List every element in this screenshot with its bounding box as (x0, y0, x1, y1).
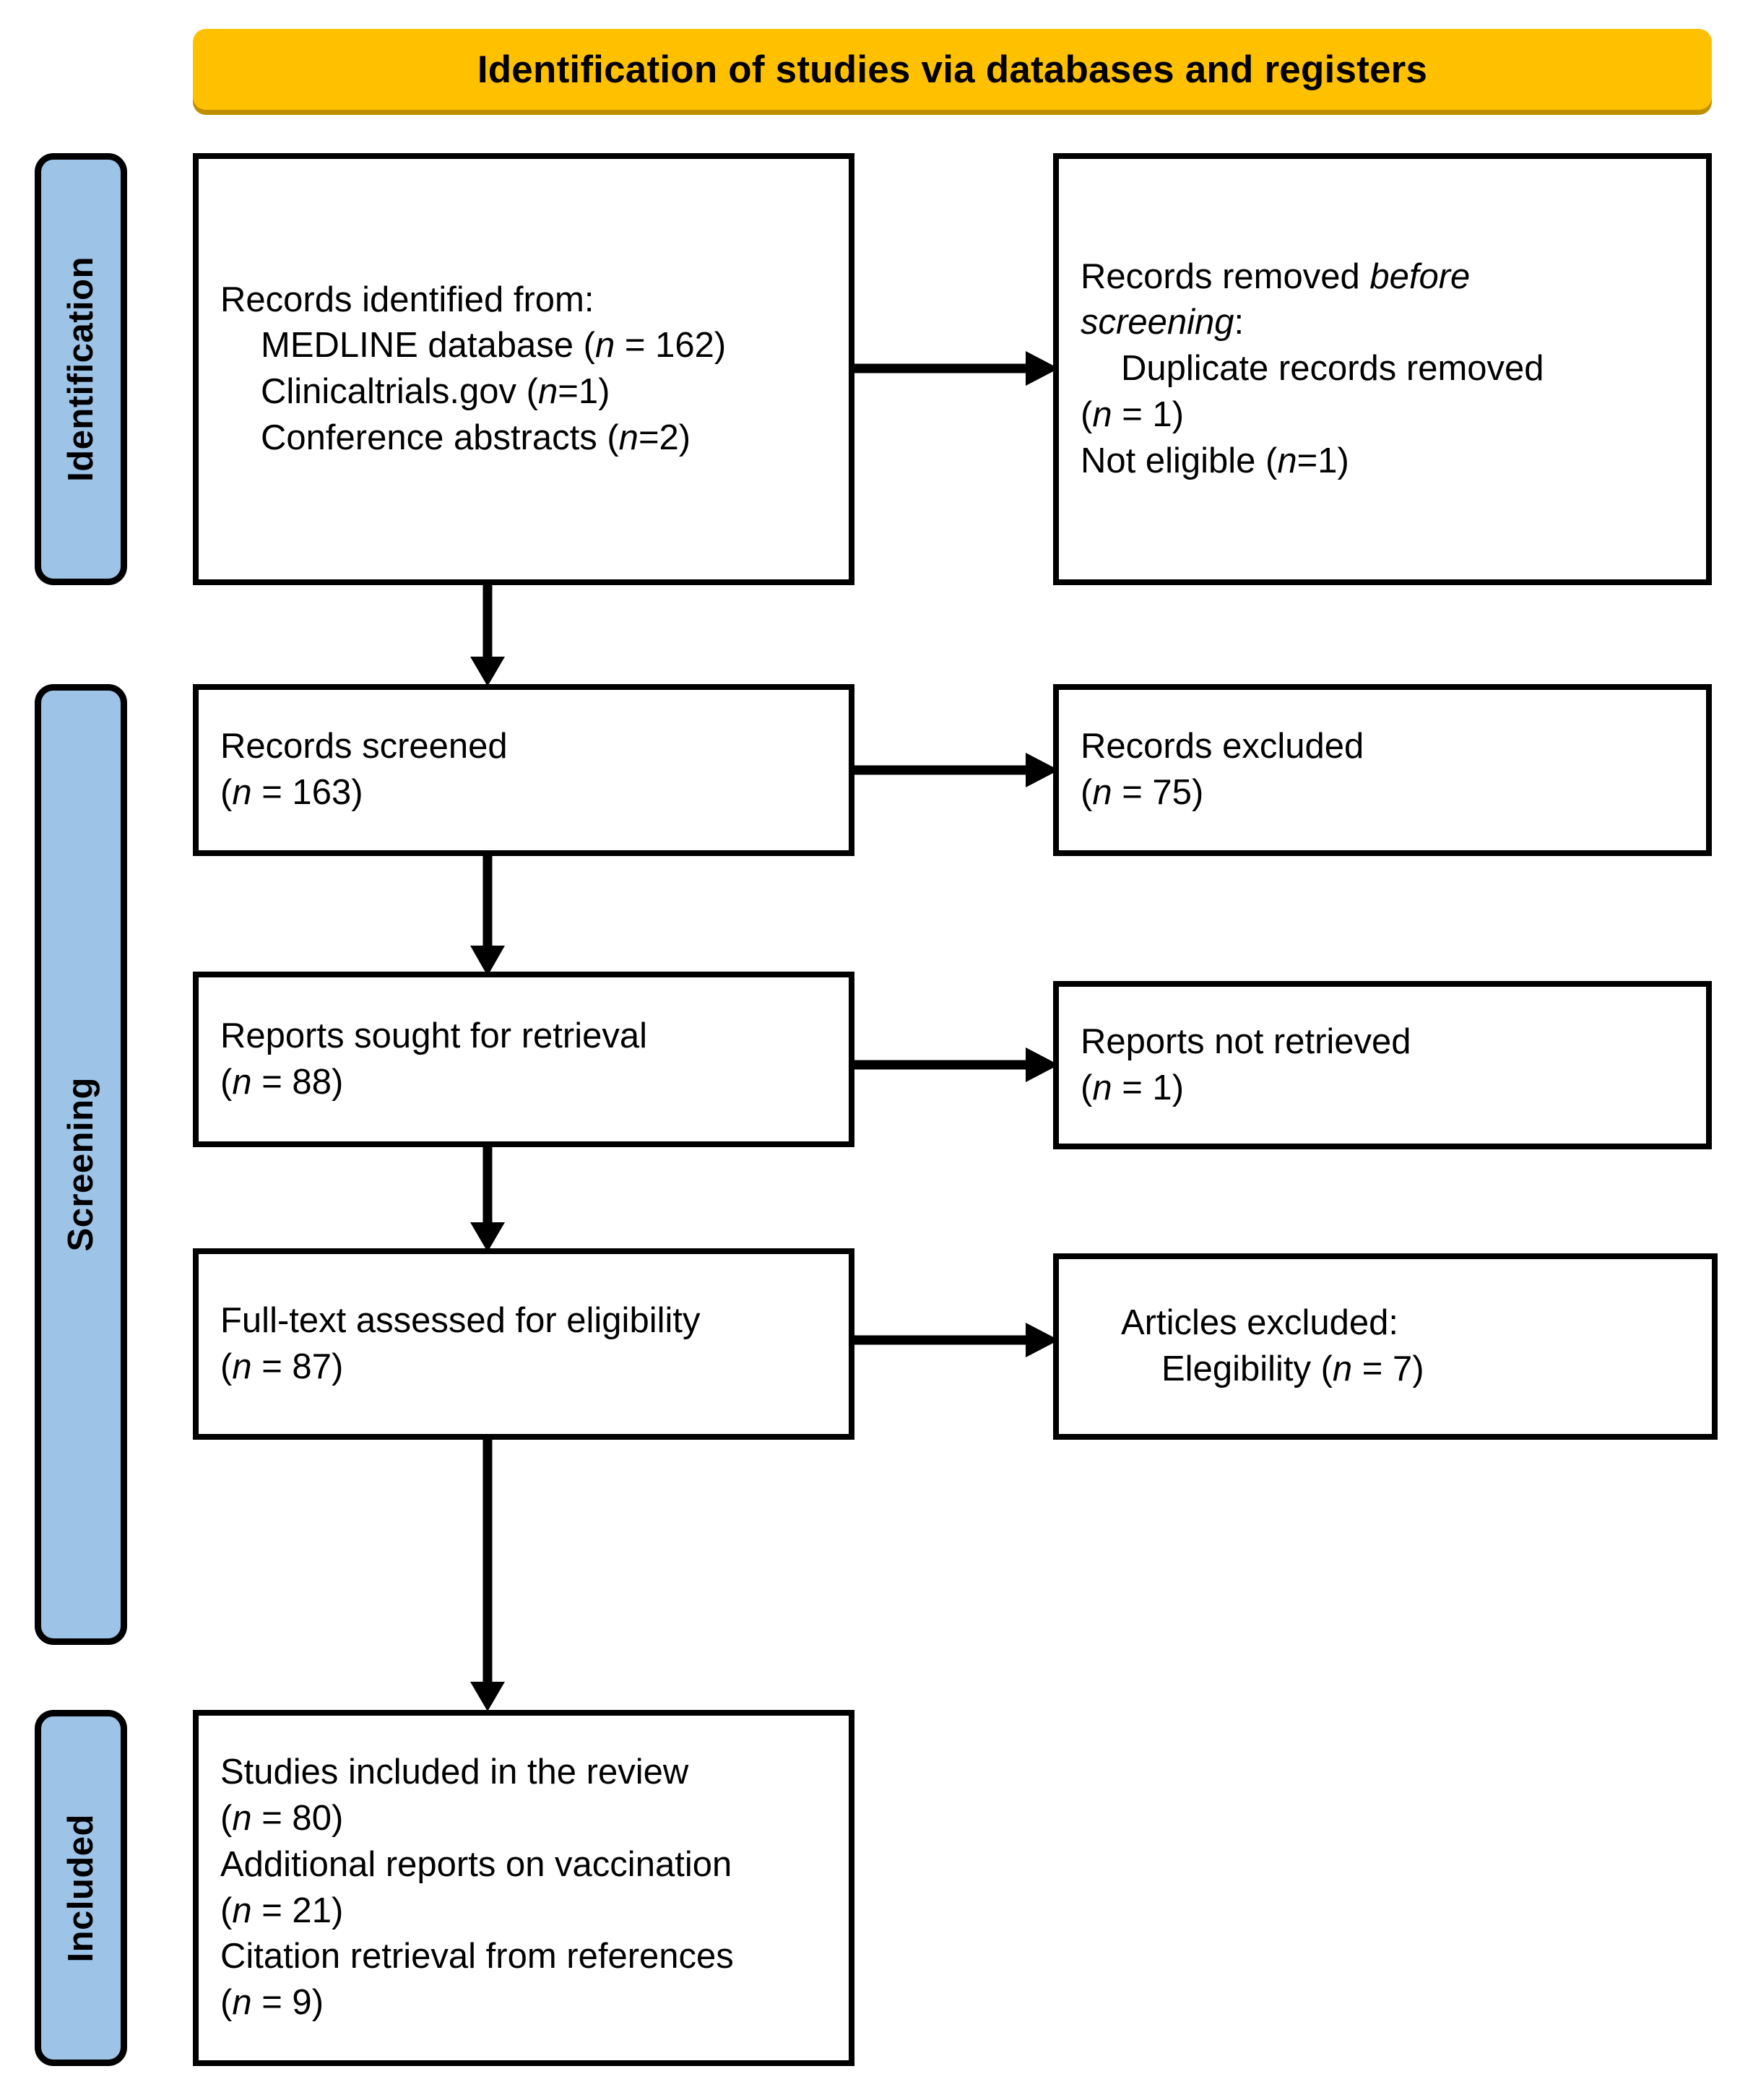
line: Clinicaltrials.gov (n=1) (261, 372, 610, 411)
arrow-fulltext-to-included (462, 1435, 513, 1713)
line: (n = 88) (220, 1062, 344, 1102)
line: Reports not retrieved (1081, 1021, 1411, 1061)
line: (n = 21) (220, 1891, 344, 1930)
box-studies-included: Studies included in the review (n = 80) … (193, 1710, 854, 2066)
box-records-identified-text: Records identified from: MEDLINE databas… (199, 277, 849, 462)
arrow-screened-to-sought (462, 851, 513, 977)
stage-band-screening: Screening (35, 684, 127, 1645)
box-records-identified: Records identified from: MEDLINE databas… (193, 153, 854, 585)
stage-band-identification: Identification (35, 153, 127, 585)
line: (n = 163) (220, 773, 363, 812)
box-reports-not-retrieved-text: Reports not retrieved (n = 1) (1059, 1019, 1706, 1111)
line: (n = 75) (1081, 773, 1204, 812)
stage-band-included: Included (35, 1710, 127, 2066)
line: Elegibility (n = 7) (1161, 1349, 1424, 1388)
line: (n = 1) (1081, 394, 1185, 434)
line: Records excluded (1081, 727, 1364, 766)
box-studies-included-text: Studies included in the review (n = 80) … (199, 1750, 849, 2026)
line: Conference abstracts (n=2) (261, 418, 691, 457)
stage-label-screening: Screening (61, 1077, 100, 1252)
box-records-removed: Records removed before screening: Duplic… (1053, 153, 1712, 585)
line: Records removed before (1081, 256, 1471, 296)
box-records-removed-text: Records removed before screening: Duplic… (1059, 254, 1706, 484)
line: Articles excluded: (1121, 1303, 1399, 1343)
line: (n = 1) (1081, 1068, 1185, 1107)
stage-label-identification: Identification (61, 256, 100, 482)
line: Not eligible (n=1) (1081, 441, 1349, 480)
box-articles-excluded: Articles excluded: Elegibility (n = 7) (1053, 1253, 1718, 1440)
line: Records screened (220, 727, 508, 766)
line: (n = 9) (220, 1982, 324, 2022)
line: Additional reports on vaccination (220, 1844, 732, 1884)
arrow-fulltext-to-articles-excluded (849, 1318, 1062, 1362)
box-reports-not-retrieved: Reports not retrieved (n = 1) (1053, 981, 1712, 1149)
box-reports-sought-text: Reports sought for retrieval (n = 88) (199, 1014, 849, 1105)
box-fulltext-assessed-text: Full-text assessed for eligibility (n = … (199, 1298, 849, 1390)
line: Records identified from: (220, 280, 594, 319)
page-title: Identification of studies via databases … (477, 48, 1428, 91)
line: (n = 80) (220, 1799, 344, 1838)
line: Reports sought for retrieval (220, 1016, 647, 1055)
line: screening: (1081, 303, 1245, 342)
line: Duplicate records removed (1121, 349, 1544, 389)
line: Citation retrieval from references (220, 1937, 734, 1976)
box-records-excluded: Records excluded (n = 75) (1053, 684, 1712, 856)
box-records-screened: Records screened (n = 163) (193, 684, 854, 856)
box-records-screened-text: Records screened (n = 163) (199, 724, 849, 816)
line: Full-text assessed for eligibility (220, 1300, 701, 1340)
stage-label-included: Included (61, 1813, 100, 1963)
line: Studies included in the review (220, 1753, 689, 1792)
arrow-sought-to-not-retrieved (849, 1043, 1062, 1086)
arrow-identified-to-screened (462, 579, 513, 688)
line: MEDLINE database (n = 162) (261, 326, 727, 366)
arrow-screened-to-excluded (849, 748, 1062, 792)
header-banner: Identification of studies via databases … (193, 29, 1712, 110)
arrow-identified-to-removed (849, 347, 1062, 390)
box-articles-excluded-text: Articles excluded: Elegibility (n = 7) (1059, 1300, 1712, 1392)
box-records-excluded-text: Records excluded (n = 75) (1059, 724, 1706, 816)
box-reports-sought: Reports sought for retrieval (n = 88) (193, 972, 854, 1147)
arrow-sought-to-fulltext (462, 1142, 513, 1253)
line: (n = 87) (220, 1347, 344, 1386)
box-fulltext-assessed: Full-text assessed for eligibility (n = … (193, 1248, 854, 1440)
